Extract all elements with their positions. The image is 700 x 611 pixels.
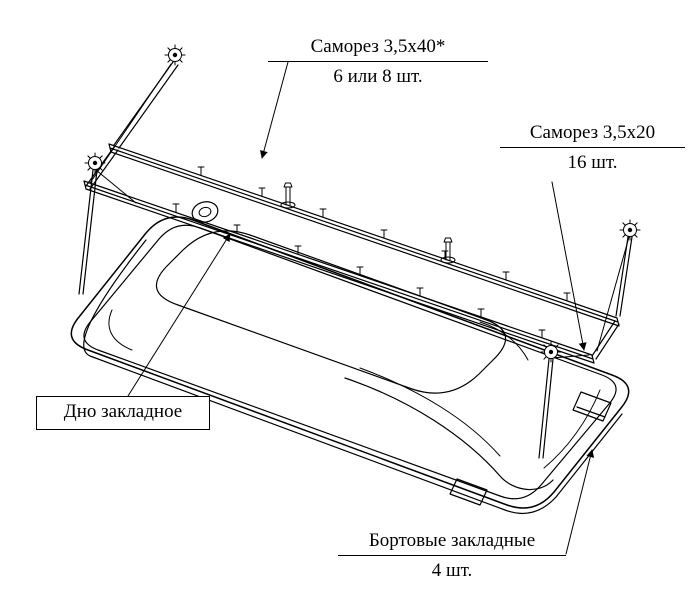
bottom-plate-title: Дно закладное [63,401,183,422]
drain-hole [191,201,219,223]
small-screw-icons-near-rail [172,203,546,339]
frame-legs [78,44,641,459]
adjustable-foot-star-icon [540,341,562,363]
screw20-qty: 16 шт. [567,151,618,173]
leader-line-screw20 [551,181,587,351]
side-bracket-plates [449,391,612,506]
label-screw20: Саморез 3,5x20 16 шт. [500,122,685,174]
screw40-qty: 6 или 8 шт. [333,65,423,87]
side-plates-qty: 4 шт. [431,559,473,581]
leader-line-screw40 [260,61,289,159]
side-plates-title: Бортовые закладные [338,530,566,556]
bathtub-outline [70,216,630,514]
leader-line-side-plates [565,449,595,555]
label-screw40: Саморез 3,5x40* 6 или 8 шт. [268,36,488,88]
label-bottom-plate: Дно закладное [36,396,210,430]
adjustable-foot-star-icon [84,152,106,174]
leader-lines [127,61,595,555]
frame-rails [83,143,620,364]
screw20-title: Саморез 3,5x20 [500,122,685,148]
screw-3-5x40-icons [280,182,456,264]
small-screw-icons-far-rail [197,166,571,302]
label-side-plates: Бортовые закладные 4 шт. [338,530,566,582]
adjustable-foot-star-icon [164,44,186,66]
leader-line-bottom-plate [127,233,231,397]
adjustable-foot-star-icon [619,219,641,241]
screw40-title: Саморез 3,5x40* [268,36,488,62]
